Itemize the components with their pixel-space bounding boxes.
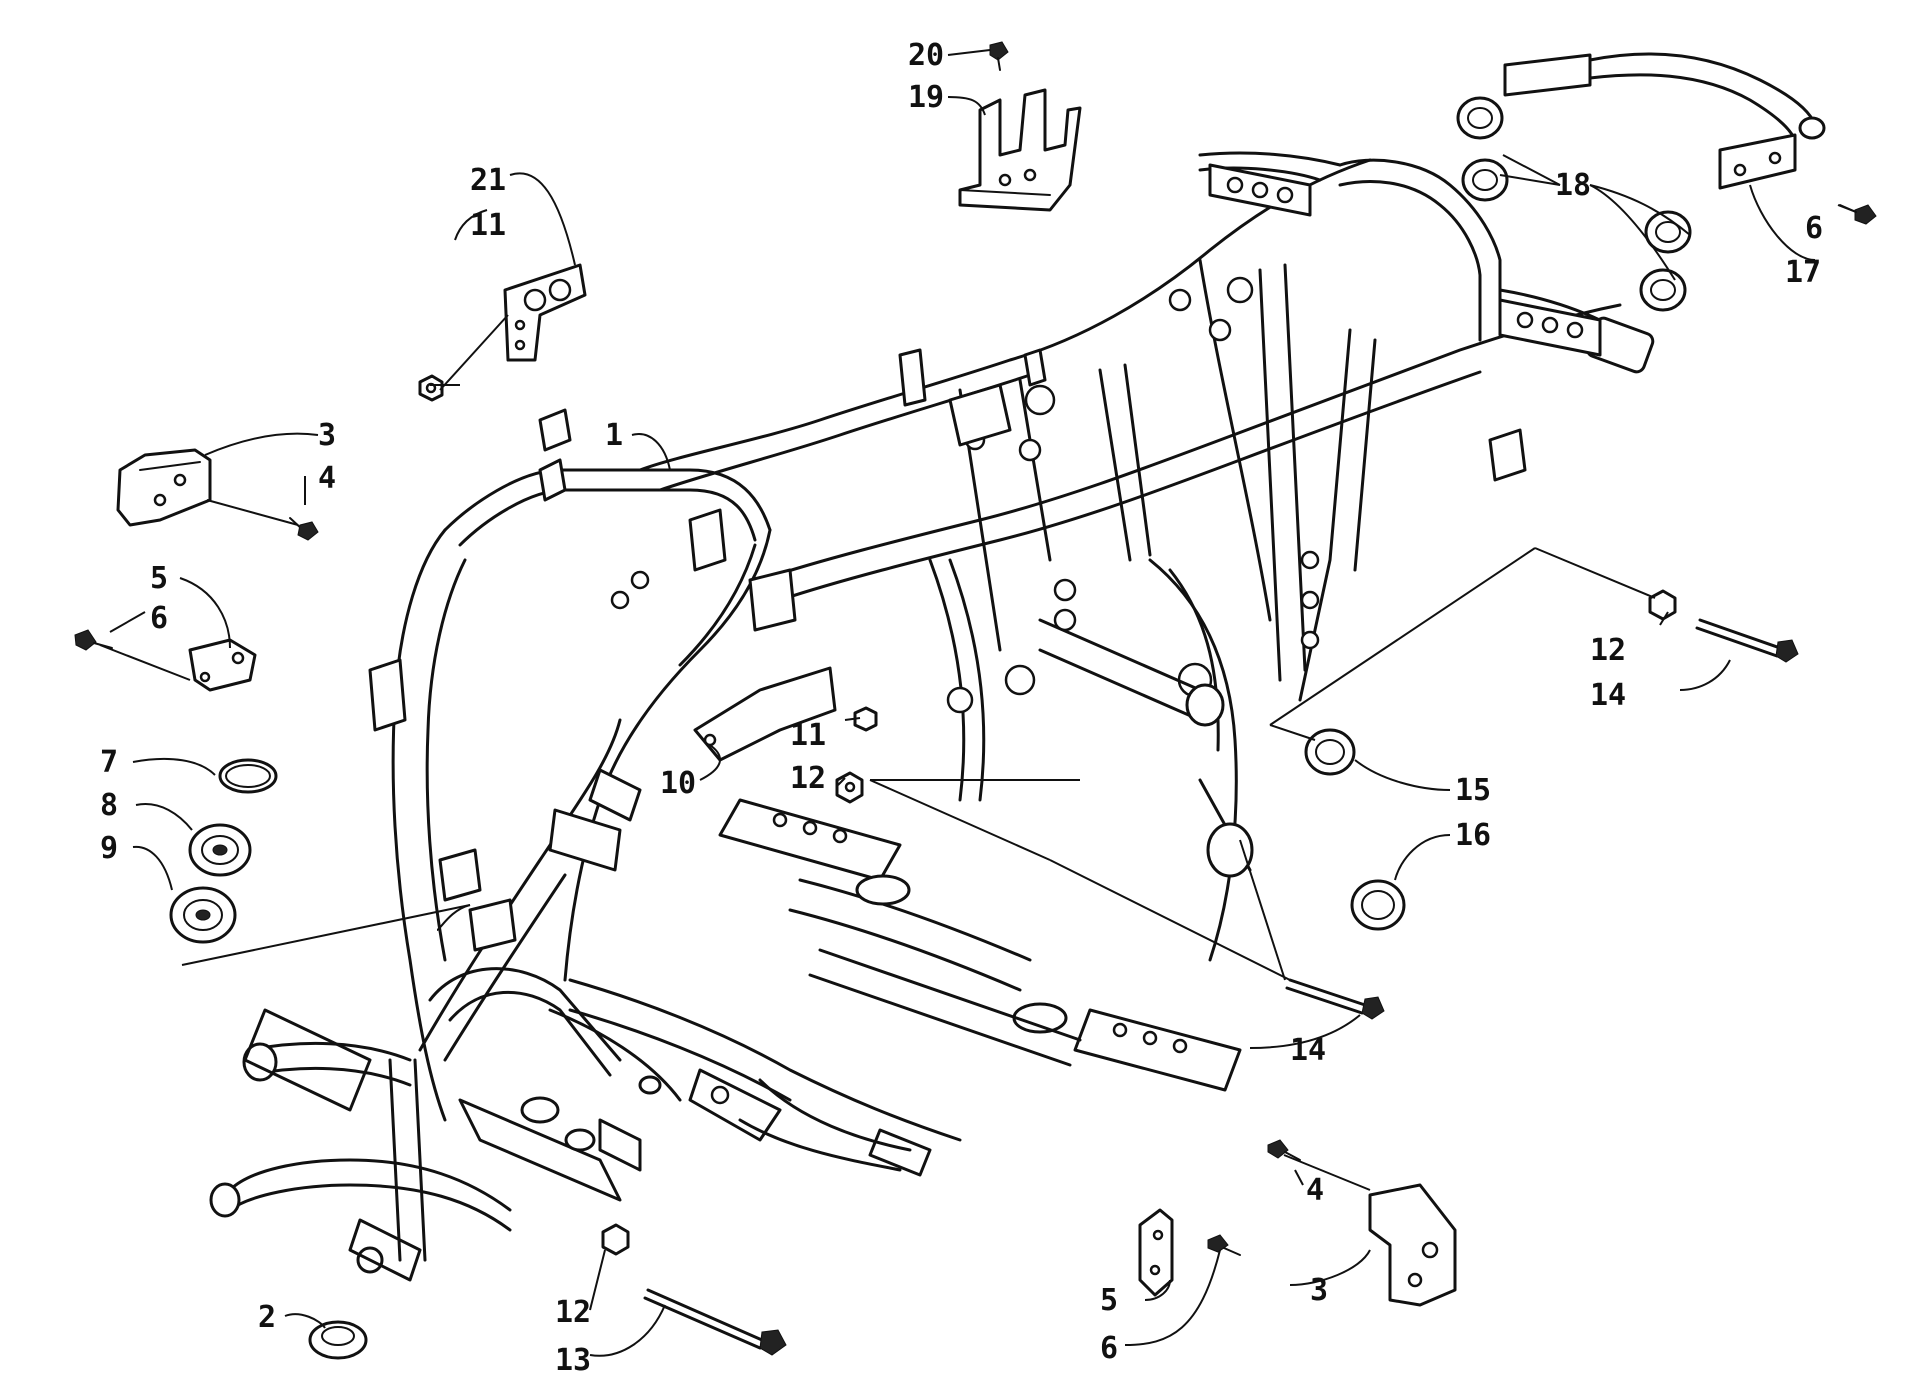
callout-9: 9 [100, 831, 118, 866]
part-8-bearing [188, 823, 252, 877]
callout-4a: 4 [318, 461, 336, 496]
callout-14b: 14 [1290, 1033, 1326, 1068]
part-11-nut-upper [418, 374, 444, 402]
part-6-bolt-lower [1207, 1234, 1241, 1256]
callout-13: 13 [555, 1343, 591, 1378]
callout-3a: 3 [318, 418, 336, 453]
part-18-grommet-4 [1639, 268, 1687, 312]
part-15-cap [1304, 728, 1356, 776]
callout-5a: 5 [150, 561, 168, 596]
main-frame [209, 151, 1655, 1282]
part-7-retaining-ring [218, 758, 278, 794]
callout-12b: 12 [1590, 633, 1626, 668]
callout-6a: 6 [150, 601, 168, 636]
callout-12c: 12 [555, 1295, 591, 1330]
callout-7: 7 [100, 745, 118, 780]
part-12-nut-lower [601, 1223, 630, 1256]
part-14-bolt-lower [1285, 978, 1385, 1020]
part-18-grommet-2 [1461, 158, 1509, 202]
part-5-plate-lower [1138, 1208, 1174, 1297]
part-13-long-bolt [643, 1288, 787, 1356]
callout-10: 10 [660, 766, 696, 801]
leader-lines [99, 49, 1857, 1357]
part-3-bracket-lower [1368, 1183, 1457, 1307]
callout-3b: 3 [1310, 1273, 1328, 1308]
footrest-right [1073, 1008, 1242, 1092]
rear-bracket-right [1498, 298, 1602, 357]
rear-bracket-left [1208, 163, 1312, 217]
callout-6b: 6 [1100, 1331, 1118, 1366]
part-17-rear-rack-bar [1503, 52, 1826, 190]
callout-20: 20 [908, 38, 944, 73]
part-4-bolt-lower [1267, 1139, 1301, 1161]
part-5-plate-upper [188, 638, 257, 692]
part-19-mount-bracket [958, 88, 1082, 212]
part-2-bushing [308, 1320, 368, 1360]
callout-6c: 6 [1805, 211, 1823, 246]
part-18-grommet-3 [1644, 210, 1692, 254]
callout-17: 17 [1785, 255, 1821, 290]
callout-11b: 11 [790, 718, 826, 753]
part-12-nut-middle [835, 771, 864, 804]
callout-4b: 4 [1306, 1173, 1324, 1208]
callout-16: 16 [1455, 818, 1491, 853]
part-9-bearing [169, 886, 237, 944]
part-21-plate [503, 263, 587, 362]
callout-8: 8 [100, 788, 118, 823]
part-14-bolt-right [1695, 618, 1799, 663]
callout-18: 18 [1555, 168, 1591, 203]
callout-2: 2 [258, 1300, 276, 1335]
callout-12a: 12 [790, 761, 826, 796]
part-3-bracket-upper [116, 448, 212, 527]
callout-21: 21 [470, 163, 506, 198]
part-16-cap [1350, 879, 1406, 931]
callout-15: 15 [1455, 773, 1491, 808]
callout-5b: 5 [1100, 1283, 1118, 1318]
callout-labels: 1 2 3 3 4 4 5 5 6 6 6 7 8 9 10 11 11 12 … [100, 38, 1823, 1378]
part-12-nut-right [1648, 589, 1677, 621]
callout-11a: 11 [470, 208, 506, 243]
part-20-screw [989, 41, 1009, 71]
footrest-left [718, 798, 902, 882]
callout-14a: 14 [1590, 678, 1626, 713]
callout-19: 19 [908, 80, 944, 115]
part-11-nut-middle [853, 706, 878, 732]
part-18-grommet-1 [1456, 96, 1504, 140]
callout-1: 1 [605, 418, 623, 453]
part-4-bolt-upper [289, 517, 319, 541]
